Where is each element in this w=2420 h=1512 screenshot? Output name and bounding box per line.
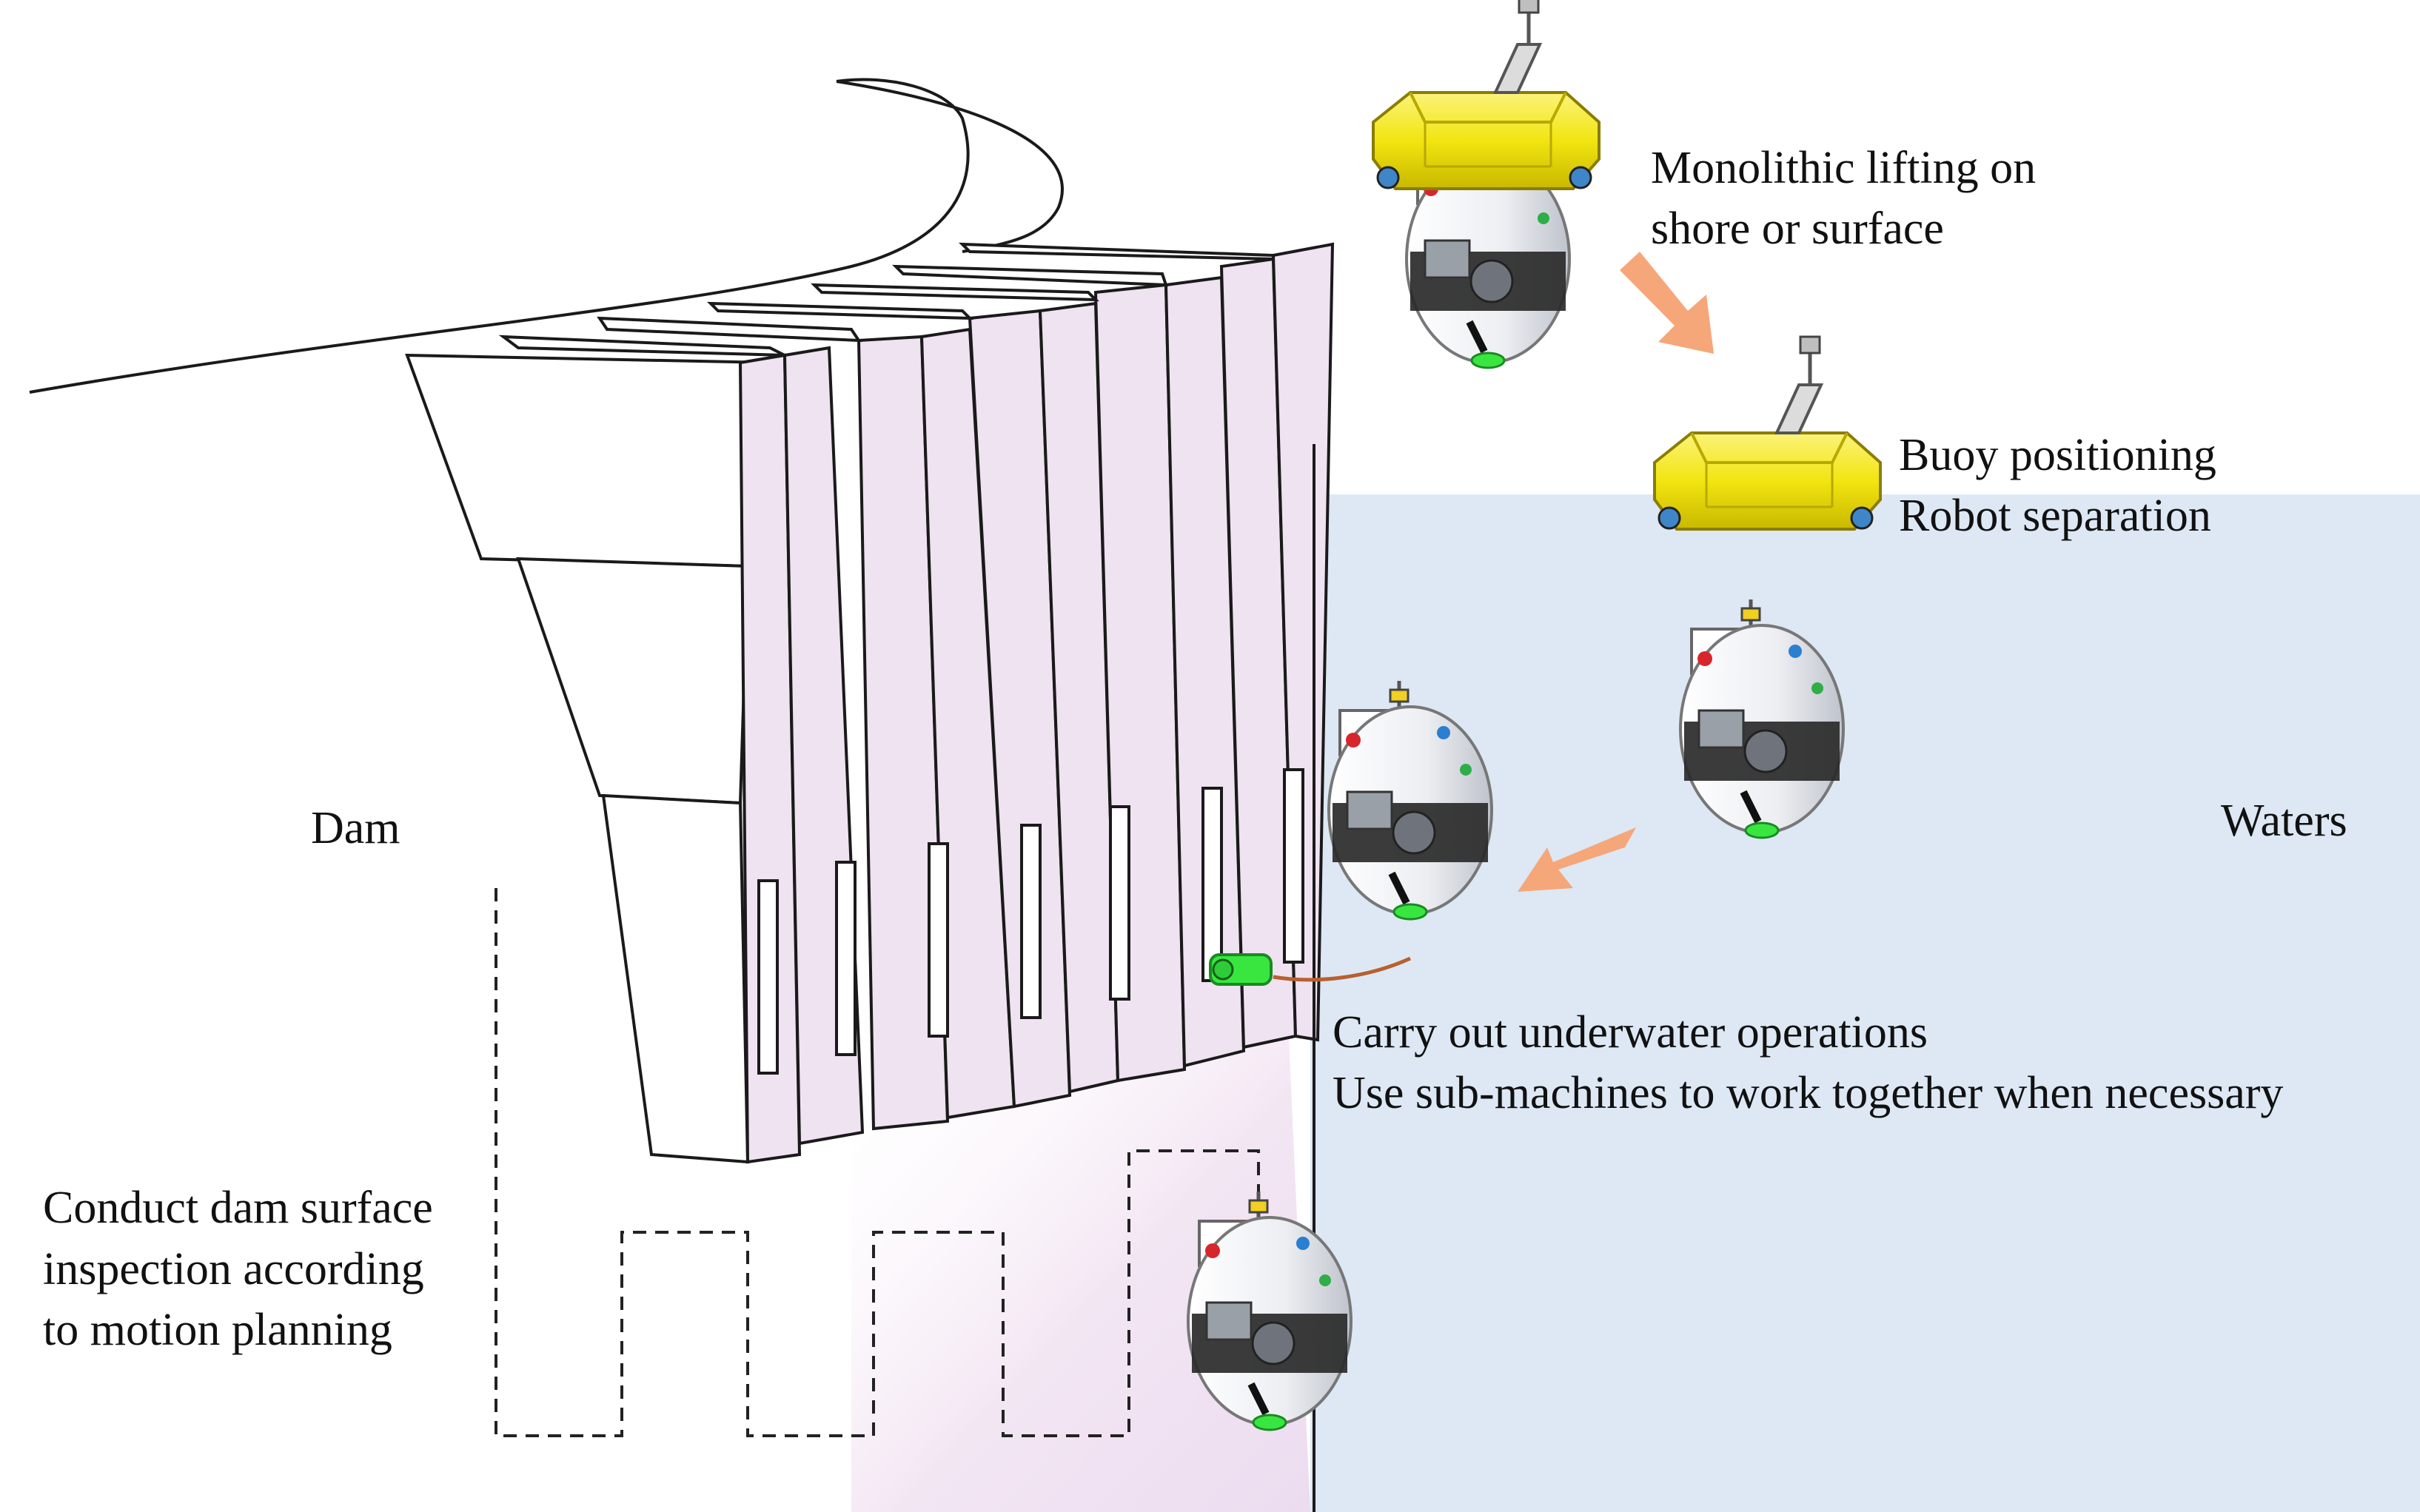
buoy-label-line2: Robot separation [1899, 491, 2211, 541]
dam-middle-block [516, 557, 750, 805]
inspection-label-line2: inspection according [43, 1244, 424, 1294]
dam-upper-block [405, 353, 772, 568]
dam-lower-block [601, 793, 750, 1164]
motion-path-dashed [495, 888, 1260, 1437]
operations-label-line2: Use sub-machines to work together when n… [1333, 1068, 2284, 1118]
pier-tops [498, 242, 1275, 357]
dam-label: Dam [311, 803, 400, 853]
inspection-label-line3: to motion planning [43, 1305, 392, 1355]
lifting-label-line1: Monolithic lifting on [1651, 143, 2037, 193]
lifting-assembly [1373, 0, 1599, 368]
dam-surface-fade [851, 1021, 1310, 1512]
water-area [1310, 494, 2420, 1512]
inspection-label-line1: Conduct dam surface [43, 1183, 433, 1233]
operations-label-line1: Carry out underwater operations [1333, 1007, 1928, 1058]
tether-line [1273, 956, 1412, 982]
buoy-label-line1: Buoy positioning [1899, 430, 2216, 480]
dam-piers [738, 242, 1335, 1164]
shore-curve [29, 78, 970, 394]
floating-buoy [1655, 337, 1880, 529]
arrow-lift-to-buoy [1620, 252, 1714, 354]
waters-label: Waters [2221, 796, 2347, 846]
lifting-label-line2: shore or surface [1651, 204, 1944, 254]
arrow-robot-to-dam [1518, 827, 1636, 892]
shore-edge [836, 80, 1064, 253]
sub-machine-icon [1209, 953, 1273, 986]
